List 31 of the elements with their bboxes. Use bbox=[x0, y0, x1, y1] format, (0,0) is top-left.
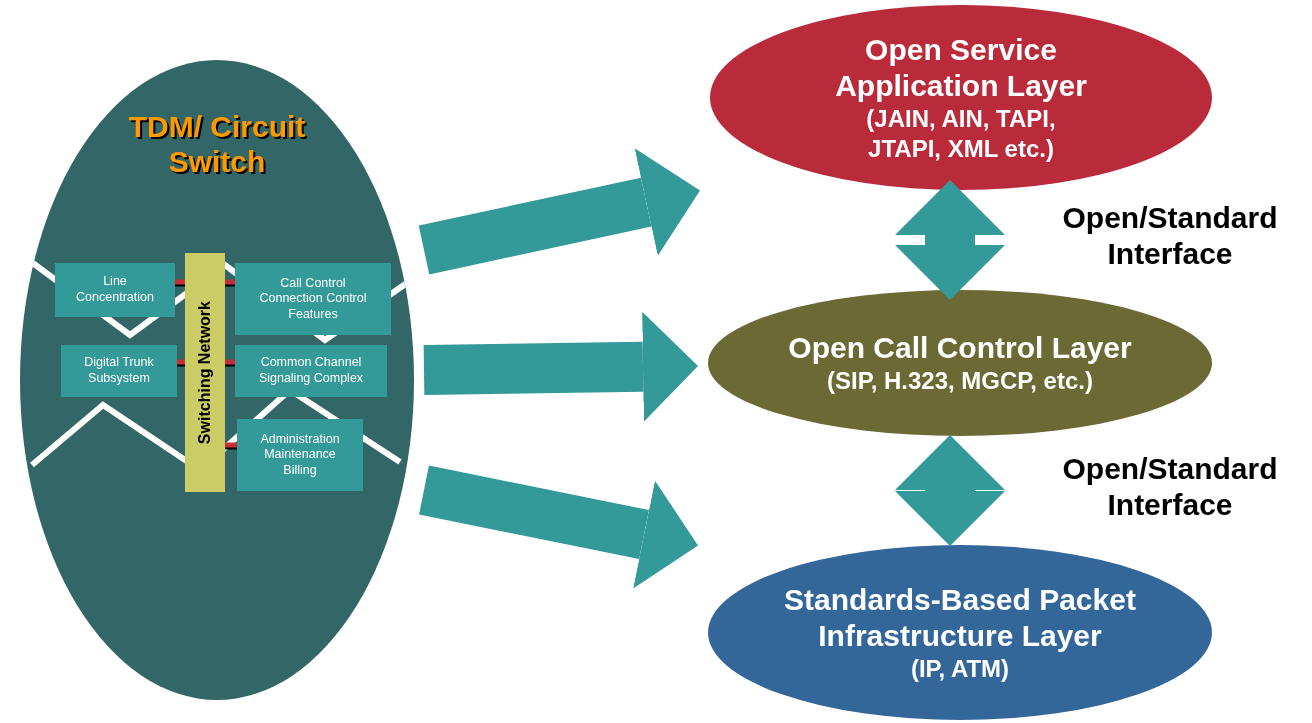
module-box bbox=[55, 263, 175, 317]
edge-label: Open/Standard Interface bbox=[1061, 450, 1279, 523]
switching-bar bbox=[185, 253, 225, 492]
module-label: Common Channel Signaling Complex bbox=[257, 355, 365, 387]
edge-label: Open/Standard Interface bbox=[1061, 200, 1279, 272]
ellipse-title: Open Call Control Layer bbox=[787, 330, 1133, 366]
block-arrow bbox=[419, 465, 698, 589]
bar-label: Switching Network bbox=[196, 300, 214, 445]
connector-line bbox=[177, 359, 185, 365]
ellipse-title: TDM/ Circuit Switch bbox=[127, 110, 307, 179]
ellipse-subtitle: (JAIN, AIN, TAPI, JTAPI, XML etc.) bbox=[865, 103, 1057, 164]
connector-line bbox=[175, 279, 185, 285]
block-arrow bbox=[418, 148, 700, 275]
ellipse-title: Open Service Application Layer bbox=[834, 31, 1088, 104]
module-label: Line Concentration bbox=[75, 274, 155, 306]
connector-line bbox=[225, 442, 237, 448]
ellipse-subtitle: (IP, ATM) bbox=[909, 653, 1011, 684]
connector-line bbox=[225, 359, 235, 365]
module-box bbox=[235, 345, 387, 397]
ellipse-subtitle: (SIP, H.323, MGCP, etc.) bbox=[826, 366, 1094, 396]
module-box bbox=[237, 419, 363, 491]
ellipse-title: Standards-Based Packet Infrastructure Layer bbox=[783, 581, 1137, 654]
double-arrow bbox=[895, 435, 1005, 546]
module-box bbox=[235, 263, 391, 335]
block-arrow bbox=[423, 311, 698, 422]
double-arrow bbox=[895, 180, 1005, 300]
module-box bbox=[61, 345, 177, 397]
connector-line bbox=[225, 279, 235, 285]
module-label: Call Control Connection Control Features bbox=[258, 275, 368, 323]
module-label: Digital Trunk Subsystem bbox=[83, 355, 155, 387]
module-label: Administration Maintenance Billing bbox=[259, 431, 341, 479]
